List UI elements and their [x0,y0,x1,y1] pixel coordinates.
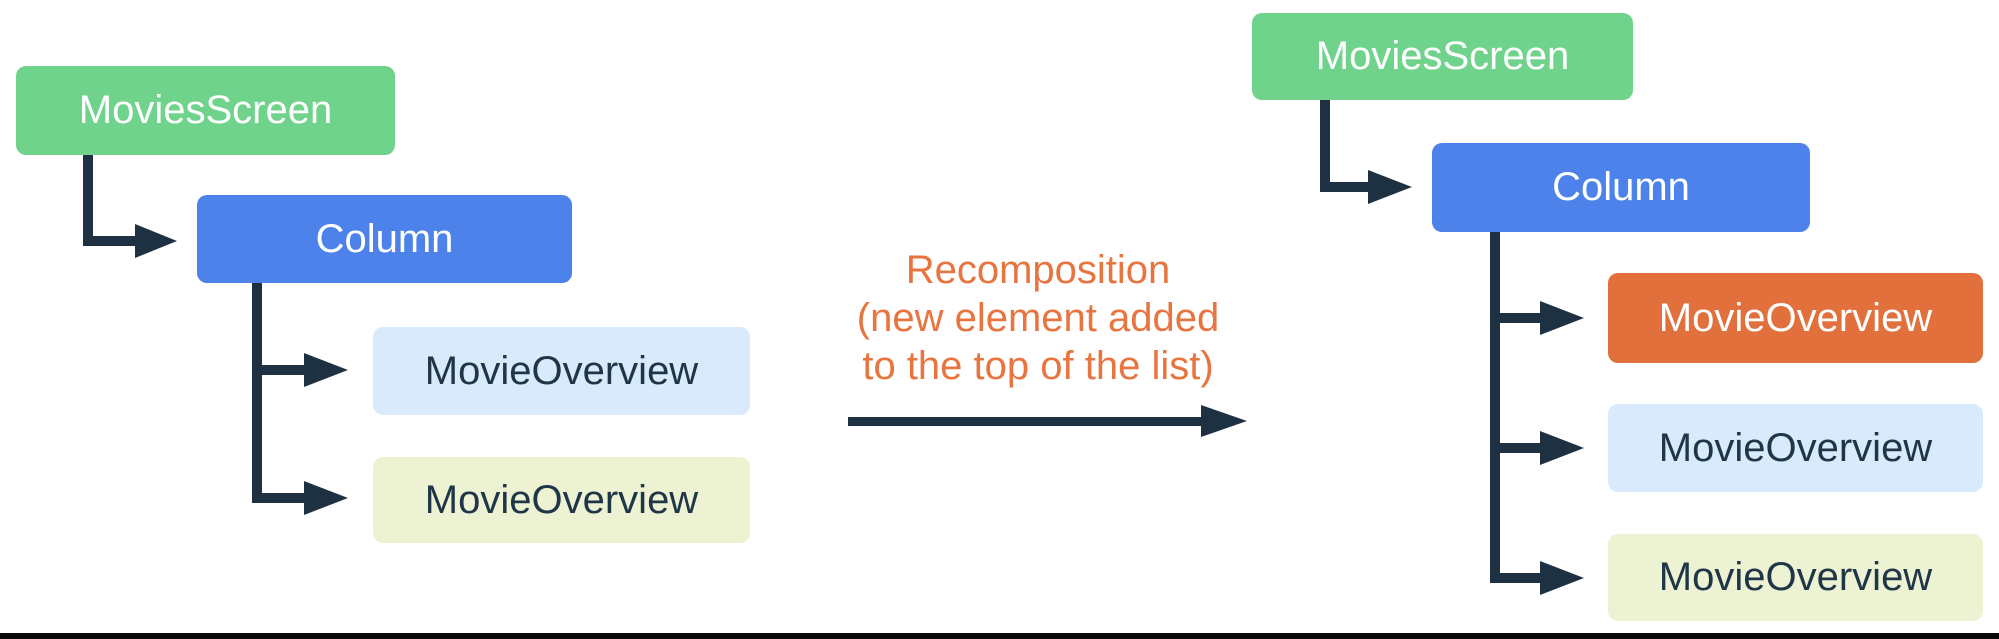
left-tree-movieoverview-2-node: MovieOverview [373,457,750,543]
arrowhead-icon [1540,561,1584,595]
arrowhead-icon [304,353,348,387]
connector-vline [1490,232,1500,583]
arrow-shaft [848,417,1203,426]
right-tree-movieoverview-new-node: MovieOverview [1608,273,1983,363]
caption-line-2: (new element added [856,296,1220,340]
left-tree-movieoverview-1-node: MovieOverview [373,327,750,415]
left-tree-column-node: Column [197,195,572,283]
connector-hline [1320,182,1368,192]
arrowhead-icon [1368,170,1412,204]
connector-hline [83,236,135,246]
connector-hline [1490,573,1540,583]
right-tree-moviesscreen-node: MoviesScreen [1252,13,1633,100]
connector-hline [252,365,304,375]
arrowhead-icon [135,224,177,258]
caption-line-3: to the top of the list) [862,344,1214,388]
connector-vline [1320,100,1330,192]
arrowhead-icon [1201,405,1247,437]
caption-line-1: Recomposition [905,248,1171,292]
arrowhead-icon [304,481,348,515]
connector-vline [252,283,262,503]
right-tree-movieoverview-1-node: MovieOverview [1608,404,1983,492]
right-tree-column-node: Column [1432,143,1810,232]
arrowhead-icon [1540,301,1584,335]
arrowhead-icon [1540,431,1584,465]
connector-hline [1490,443,1540,453]
connector-vline [83,155,93,246]
connector-hline [1490,313,1540,323]
left-tree-moviesscreen-node: MoviesScreen [16,66,395,155]
connector-hline [252,493,304,503]
recomposition-caption: Recomposition (new element added to the … [808,246,1268,390]
right-tree-movieoverview-2-node: MovieOverview [1608,534,1983,621]
bottom-rule [0,633,1999,639]
